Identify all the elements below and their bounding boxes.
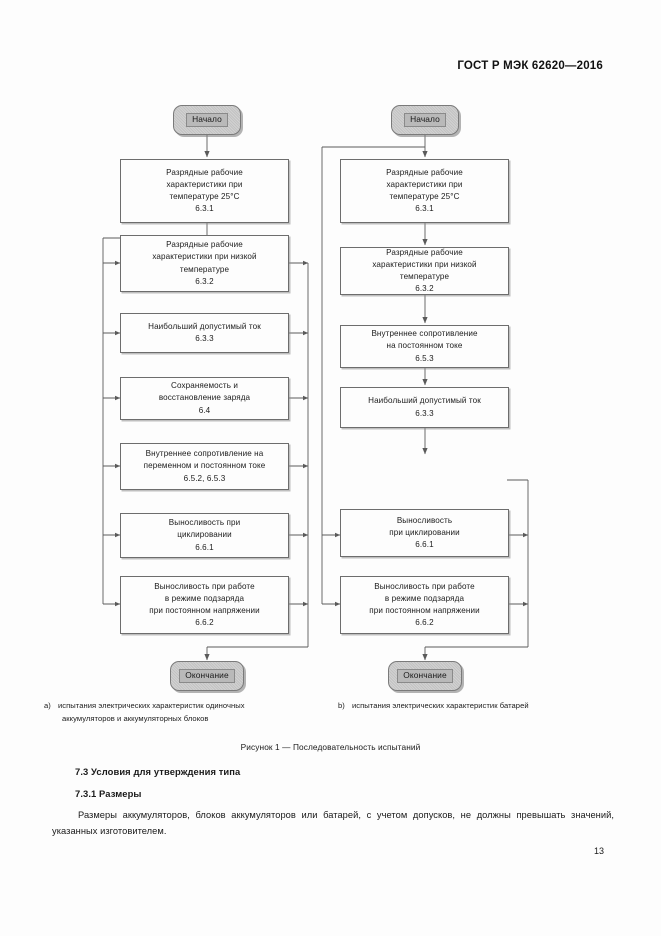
diagram-a-node-5: Внутреннее сопротивление на переменном и… xyxy=(120,443,289,490)
diagram-a-node-6: Выносливость при циклировании 6.6.1 xyxy=(120,513,289,558)
diagram-b-caption-line1: испытания электрических характеристик ба… xyxy=(352,701,529,710)
diagram-a-marker: a) xyxy=(44,701,51,710)
diagram-a-node-2: Разрядные рабочие характеристики при низ… xyxy=(120,235,289,292)
diagram-a-end-terminator: Окончание xyxy=(170,661,244,691)
diagram-b-node-4: Наибольший допустимый ток 6.3.3 xyxy=(340,387,509,428)
diagram-a-caption: a) испытания электрических характеристик … xyxy=(44,700,334,725)
diagram-b-start-terminator: Начало xyxy=(391,105,459,135)
paragraph-7-3-1: Размеры аккумуляторов, блоков аккумулято… xyxy=(52,810,614,836)
document-header-title: ГОСТ Р МЭК 62620—2016 xyxy=(457,60,603,72)
diagram-b-caption: b) испытания электрических характеристик … xyxy=(338,700,638,713)
figure-1-flowcharts: Начало Разрядные рабочие характеристики … xyxy=(0,95,661,695)
diagram-a-caption-line1: испытания электрических характеристик од… xyxy=(58,701,245,710)
diagram-b-node-5: Выносливость при циклировании 6.6.1 xyxy=(340,509,509,557)
diagram-a-node-7: Выносливость при работе в режиме подзаря… xyxy=(120,576,289,634)
diagram-b-node-1: Разрядные рабочие характеристики при тем… xyxy=(340,159,509,223)
diagram-a-node-4: Сохраняемость и восстановление заряда 6.… xyxy=(120,377,289,420)
body-text-block: 7.3 Условия для утверждения типа 7.3.1 Р… xyxy=(52,766,614,839)
heading-7-3: 7.3 Условия для утверждения типа xyxy=(75,766,241,777)
diagram-b-node-3: Внутреннее сопротивление на постоянном т… xyxy=(340,325,509,368)
diagram-a-caption-line2: аккумуляторов и аккумуляторных блоков xyxy=(62,713,209,723)
diagram-b-end-terminator: Окончание xyxy=(388,661,462,691)
diagram-b-node-2: Разрядные рабочие характеристики при низ… xyxy=(340,247,509,295)
diagram-b-marker: b) xyxy=(338,701,345,710)
diagram-b-node-6: Выносливость при работе в режиме подзаря… xyxy=(340,576,509,634)
diagram-a-node-1: Разрядные рабочие характеристики при тем… xyxy=(120,159,289,223)
figure-caption: Рисунок 1 — Последовательность испытаний xyxy=(240,742,421,752)
diagram-a-start-terminator: Начало xyxy=(173,105,241,135)
heading-7-3-1: 7.3.1 Размеры xyxy=(75,788,142,799)
diagram-a-node-3: Наибольший допустимый ток 6.3.3 xyxy=(120,313,289,353)
diagram-b-start-label: Начало xyxy=(404,113,446,127)
diagram-a-start-label: Начало xyxy=(186,113,228,127)
diagram-a-end-label: Окончание xyxy=(179,669,235,683)
flowchart-connectors xyxy=(102,135,529,661)
diagram-b-end-label: Окончание xyxy=(397,669,453,683)
page-number: 13 xyxy=(593,846,604,856)
